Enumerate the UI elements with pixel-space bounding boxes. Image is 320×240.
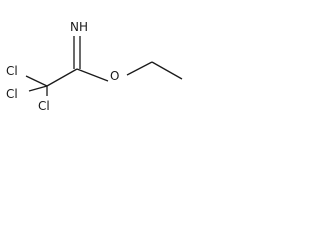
ethyl-carbon-bond <box>151 61 183 80</box>
bonds <box>25 36 183 96</box>
atom-labels: NH Cl Cl Cl O <box>6 20 119 113</box>
structure-diagram: NH Cl Cl Cl O <box>6 20 183 113</box>
chlorine-mid-label: Cl <box>6 87 18 101</box>
carbon-chlorine-bond-mid <box>28 85 48 92</box>
imine-nh-label: NH <box>70 20 88 34</box>
chlorine-top-label: Cl <box>6 64 18 78</box>
oxygen-label: O <box>110 69 119 83</box>
chlorine-bottom-label: Cl <box>38 99 50 113</box>
carbon-chlorine-bond-top <box>25 75 48 87</box>
carbon-carbon-bond <box>46 68 78 87</box>
carbon-oxygen-bond <box>76 68 109 82</box>
oxygen-methylene-bond <box>126 61 153 76</box>
